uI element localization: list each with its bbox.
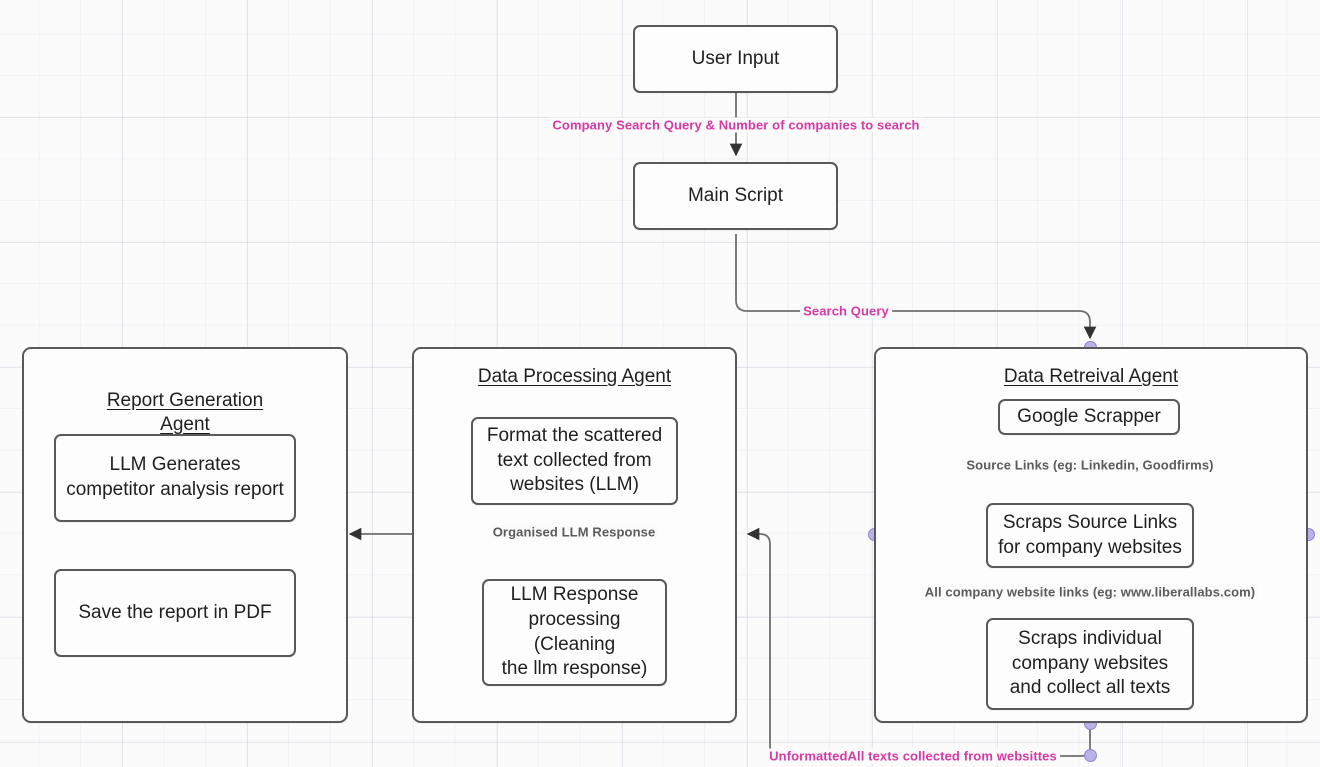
node-main-script[interactable]: Main Script [633,162,838,230]
edge-label-source-links: Source Links (eg: Linkedin, Goodfirms) [963,457,1217,473]
edge-label-unformatted-texts: UnformattedAll texts collected from webs… [766,748,1060,764]
node-scraps-source-links[interactable]: Scraps Source Links for company websites [986,503,1194,568]
edge-label-search-query: Search Query [800,303,892,319]
node-main-script-label: Main Script [687,184,784,206]
node-user-input-label: User Input [691,47,780,69]
group-report-generation-agent[interactable]: Report Generation Agent [22,347,348,723]
node-scraps-individual-label: Scraps individual company websites and c… [1009,627,1171,699]
node-scraps-individual-company-websites[interactable]: Scraps individual company websites and c… [986,618,1194,710]
edge-label-company-search-query: Company Search Query & Number of compani… [549,117,923,133]
port-return-path-corner[interactable] [1083,748,1097,762]
node-scraps-source-links-label: Scraps Source Links for company websites [998,511,1182,558]
group-report-generation-agent-title: Report Generation Agent [106,389,264,435]
node-google-scrapper-label: Google Scrapper [1017,405,1161,427]
node-llm-generates-report-label: LLM Generates competitor analysis report [66,454,284,500]
node-llm-generates-report[interactable]: LLM Generates competitor analysis report [54,434,296,522]
group-data-retrieval-agent-title: Data Retreival Agent [1003,366,1179,387]
node-user-input[interactable]: User Input [633,25,838,93]
node-llm-response-processing[interactable]: LLM Response processing (Cleaning the ll… [482,579,667,686]
node-format-scattered-text-label: Format the scattered text collected from… [486,424,663,496]
group-data-processing-agent-title: Data Processing Agent [477,366,672,387]
node-google-scrapper[interactable]: Google Scrapper [998,399,1180,435]
edge-label-all-company-website-links: All company website links (eg: www.liber… [921,584,1259,600]
node-llm-response-processing-label: LLM Response processing (Cleaning the ll… [501,584,648,680]
node-format-scattered-text[interactable]: Format the scattered text collected from… [471,417,678,505]
node-save-report-pdf[interactable]: Save the report in PDF [54,569,296,657]
edge-label-organised-llm-response: Organised LLM Response [489,524,659,540]
node-save-report-pdf-label: Save the report in PDF [78,601,272,623]
